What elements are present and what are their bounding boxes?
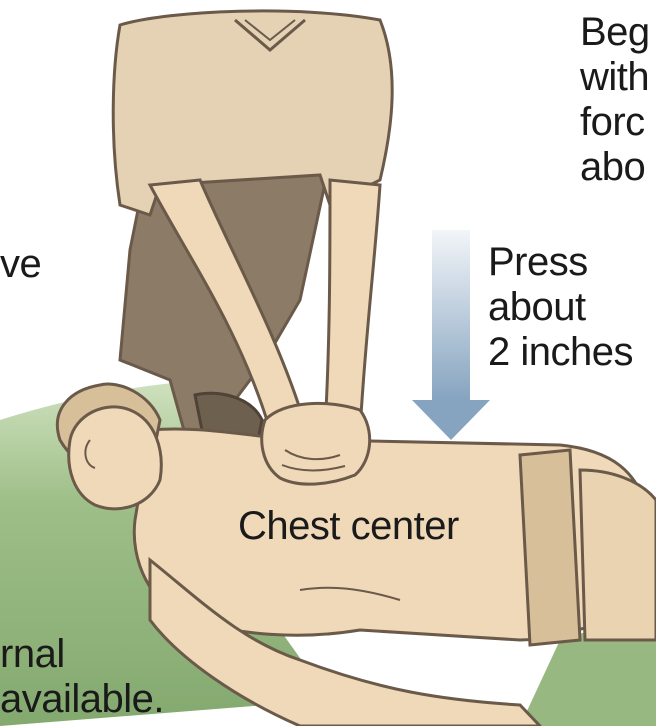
patient-legs [580, 470, 656, 640]
chest-center-label: Chest center [238, 504, 459, 549]
patient-face [69, 407, 162, 509]
press-arrow-shaft [432, 230, 470, 400]
top-right-caption-line-1: Beg [580, 10, 650, 55]
press-depth-line-3: 2 inches [488, 330, 633, 375]
rescuer-hands [262, 403, 370, 484]
left-caption-fragment: ve [0, 242, 41, 287]
press-arrow-head [412, 400, 490, 440]
bottom-left-caption-line-1: rnal [0, 632, 164, 677]
top-right-caption-line-4: abo [580, 145, 650, 190]
bottom-left-caption-line-2: available. [0, 677, 164, 722]
press-depth-line-2: about [488, 285, 633, 330]
patient-belt [520, 450, 580, 645]
press-depth-line-1: Press [488, 240, 633, 285]
rescuer-arm-right [325, 180, 380, 432]
top-right-caption-line-2: with [580, 55, 650, 100]
bottom-left-caption: rnal available. [0, 632, 164, 722]
press-depth-label: Press about 2 inches [488, 240, 633, 375]
top-right-caption-line-3: forc [580, 100, 650, 145]
top-right-caption: Beg with forc abo [580, 10, 650, 190]
